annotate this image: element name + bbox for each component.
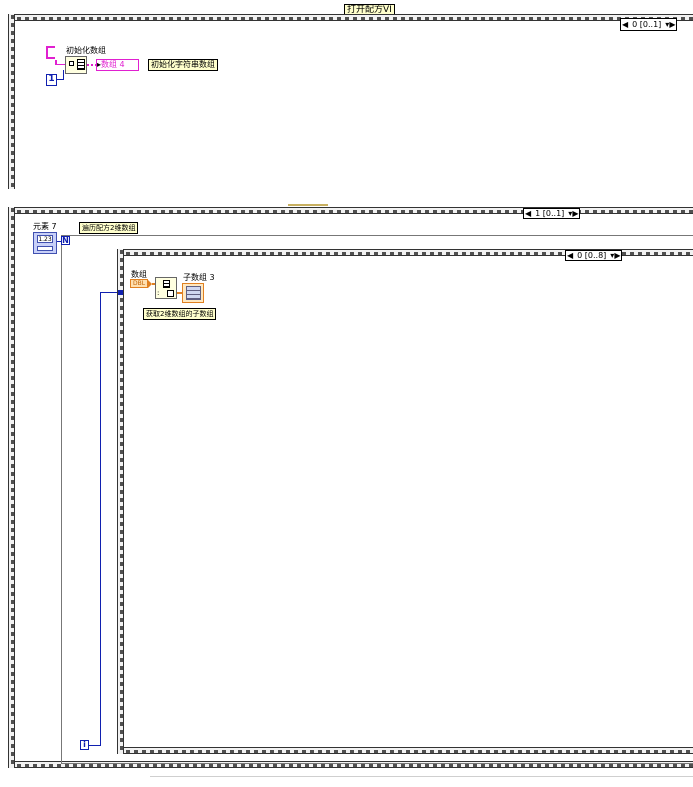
array-wire xyxy=(152,283,155,285)
case-selector-value: 1 [0..1] xyxy=(535,208,565,218)
for-loop[interactable] xyxy=(61,235,693,764)
sequence-top-border xyxy=(8,14,693,21)
array-control-arrow-icon xyxy=(148,280,152,288)
array-subset-node[interactable]: : xyxy=(155,277,177,299)
subarray-label: 子数组 3 xyxy=(183,273,215,282)
section-divider-handle[interactable] xyxy=(288,204,328,206)
initialize-array-node[interactable] xyxy=(65,56,87,74)
inner-case-selector[interactable]: ◀ 0 [0..8] ▾▶ xyxy=(565,250,623,261)
dropdown-arrow-icon[interactable]: ▾▶ xyxy=(610,250,621,260)
decrement-arrow-icon[interactable]: ◀ xyxy=(622,19,629,29)
array-wire xyxy=(87,64,97,66)
init-array-label: 初始化数组 xyxy=(66,46,106,55)
sequence-top-border xyxy=(8,207,693,214)
array-indicator-label: 数组 4 xyxy=(101,60,125,69)
element-indicator[interactable]: 1.23 xyxy=(33,232,57,254)
array-label: 数组 xyxy=(131,270,147,279)
loop-index-terminal[interactable]: i xyxy=(80,740,89,750)
loop-count-terminal[interactable]: N xyxy=(61,236,70,245)
array-control[interactable]: DBL xyxy=(130,279,148,288)
index-wire xyxy=(89,745,101,746)
array-grid-icon xyxy=(163,280,170,288)
numeric-constant[interactable]: 1 xyxy=(46,74,57,86)
indicator-arrow-icon: ▸ xyxy=(97,60,102,69)
sequence-left-border xyxy=(8,207,15,768)
inner-sequence-top-border xyxy=(117,249,693,256)
subarray-grid-icon xyxy=(186,286,201,300)
sequence-left-border xyxy=(8,14,15,189)
index-wire xyxy=(100,292,101,746)
subarray-indicator[interactable] xyxy=(182,283,204,303)
empty-string-constant[interactable] xyxy=(46,46,55,59)
index-tunnel xyxy=(118,290,123,295)
loop-comment-label: 遍历配方2维数组 xyxy=(79,222,139,234)
element-value: 1.23 xyxy=(37,235,53,243)
node-input-icon xyxy=(69,61,74,66)
init-comment-label: 初始化字符串数组 xyxy=(148,59,218,71)
sequence-bottom-border xyxy=(8,761,693,768)
array-indicator[interactable]: ▸数组 4 xyxy=(96,59,139,71)
case-selector-2[interactable]: ◀ 1 [0..1] ▾▶ xyxy=(523,208,581,219)
element-wire xyxy=(57,241,62,242)
sequence-structure-1[interactable]: ◀ 0 [0..1] ▾▶ xyxy=(8,14,693,189)
array-grid-icon xyxy=(77,59,85,70)
inner-case-selector-value: 0 [0..8] xyxy=(577,250,607,260)
subarray-comment-label: 获取2维数组的子数组 xyxy=(143,308,217,320)
element-bottom-icon xyxy=(37,246,53,251)
string-wire xyxy=(55,64,65,65)
element-label: 元素 7 xyxy=(33,222,57,231)
numeric-wire xyxy=(63,70,64,80)
case-selector-1[interactable]: ◀ 0 [0..1] ▾▶ xyxy=(620,18,678,31)
decrement-arrow-icon[interactable]: ◀ xyxy=(567,250,574,260)
input-dots-icon: : xyxy=(157,289,160,297)
decrement-arrow-icon[interactable]: ◀ xyxy=(525,208,532,218)
inner-sequence-structure[interactable]: ◀ 0 [0..8] ▾▶ xyxy=(117,249,693,757)
case-selector-value: 0 [0..1] xyxy=(632,19,662,29)
numeric-wire xyxy=(57,79,64,80)
subarray-wire xyxy=(177,292,182,294)
string-wire xyxy=(55,60,57,64)
inner-sequence-left-border xyxy=(117,249,124,754)
index-wire xyxy=(100,292,122,293)
inner-sequence-bottom-border xyxy=(117,747,693,754)
horizontal-scrollbar[interactable] xyxy=(150,776,693,777)
dropdown-arrow-icon[interactable]: ▾▶ xyxy=(665,19,676,29)
subset-icon xyxy=(167,290,174,297)
sequence-structure-2[interactable]: ◀ 1 [0..1] ▾▶ xyxy=(8,207,693,772)
dropdown-arrow-icon[interactable]: ▾▶ xyxy=(568,208,579,218)
